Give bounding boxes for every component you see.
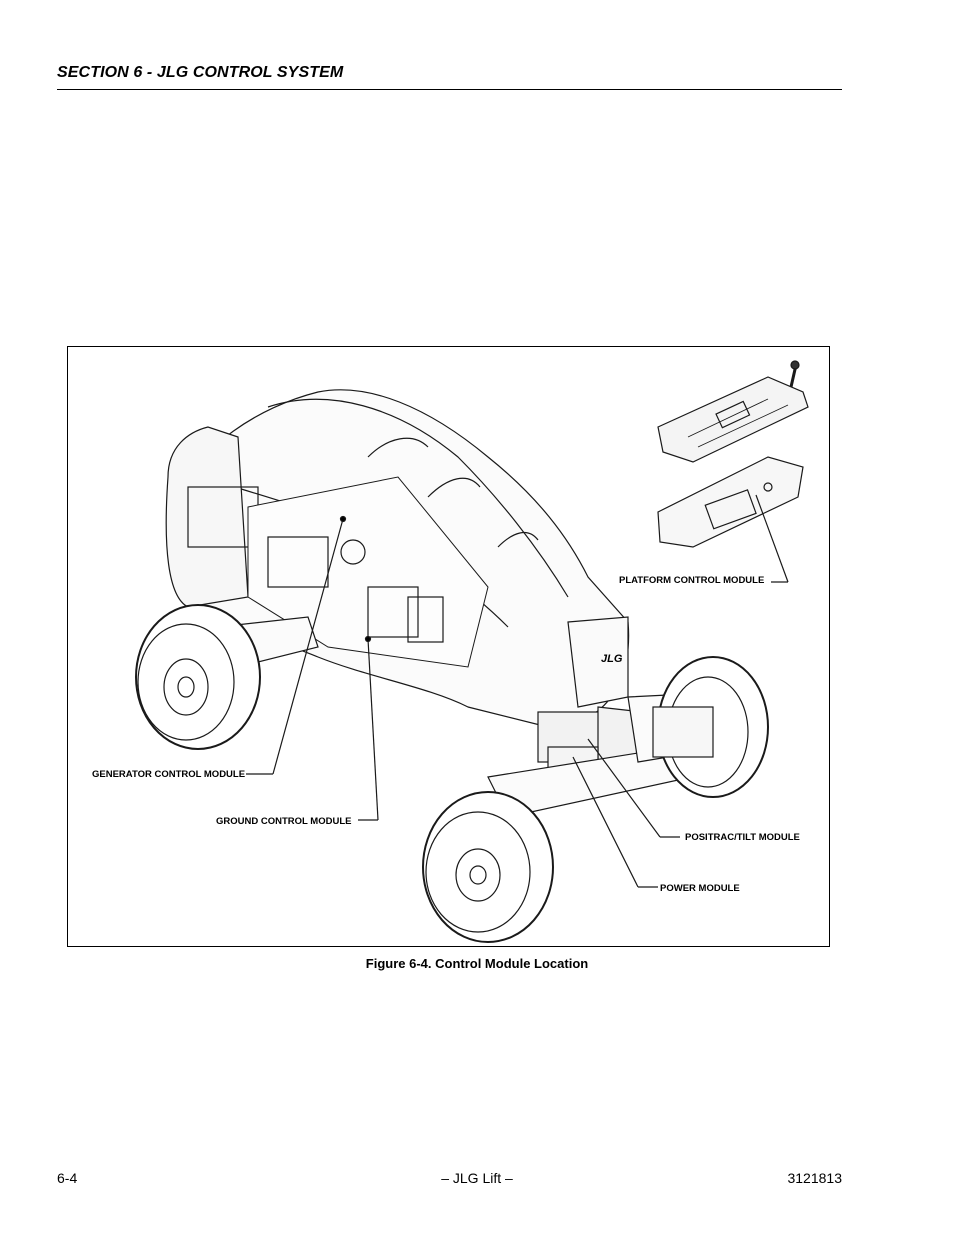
callout-ground-control-module: GROUND CONTROL MODULE	[216, 816, 352, 827]
engine-housing	[165, 426, 249, 608]
jlg-logo: JLG	[601, 653, 623, 665]
page-number: 6-4	[57, 1170, 78, 1186]
doc-number: 3121813	[787, 1170, 842, 1186]
footer-title: – JLG Lift –	[441, 1170, 513, 1186]
section-title: SECTION 6 - JLG CONTROL SYSTEM	[57, 64, 344, 81]
wheel-right	[652, 656, 769, 798]
callout-positrac-tilt-module: POSITRAC/TILT MODULE	[685, 832, 800, 843]
platform-console-box	[657, 456, 804, 548]
machine-illustration	[135, 360, 809, 943]
figure-frame: PLATFORM CONTROL MODULE GENERATOR CONTRO…	[67, 346, 830, 947]
platform-console-top	[657, 360, 809, 463]
header-rule	[57, 89, 842, 90]
wheel-rear-left	[135, 604, 261, 750]
callout-power-module: POWER MODULE	[660, 883, 740, 894]
callout-platform-control-module: PLATFORM CONTROL MODULE	[619, 575, 765, 586]
wheel-front-left	[422, 791, 554, 943]
callout-generator-control-module: GENERATOR CONTROL MODULE	[92, 769, 246, 780]
figure-caption: Figure 6-4. Control Module Location	[365, 956, 589, 971]
